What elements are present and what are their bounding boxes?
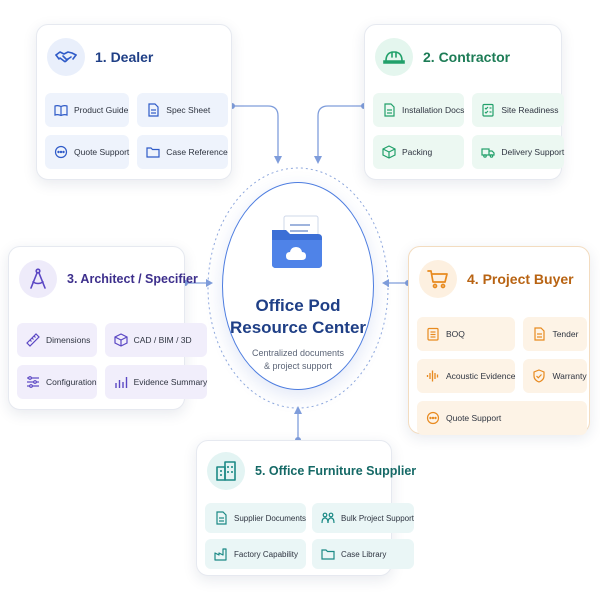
handshake-icon bbox=[47, 38, 85, 76]
supplier-item-case-library[interactable]: Case Library bbox=[312, 539, 414, 569]
list-icon bbox=[426, 327, 440, 341]
item-label: Delivery Support bbox=[501, 147, 565, 157]
supplier-title: 5. Office Furniture Supplier bbox=[255, 464, 417, 478]
item-label: Tender bbox=[552, 329, 579, 339]
shield-icon bbox=[532, 369, 546, 383]
building-icon bbox=[207, 452, 245, 490]
connector-contractor bbox=[317, 105, 364, 160]
buyer-item-tender[interactable]: Tender bbox=[523, 317, 587, 351]
item-label: Product Guide bbox=[74, 105, 129, 115]
truck-icon bbox=[481, 145, 495, 159]
buyer-item-boq[interactable]: BOQ bbox=[417, 317, 516, 351]
item-label: Packing bbox=[402, 147, 433, 157]
item-label: Quote Support bbox=[74, 147, 130, 157]
item-label: Evidence Summary bbox=[133, 377, 208, 387]
bar-chart-icon bbox=[114, 375, 128, 389]
dealer-title: 1. Dealer bbox=[95, 49, 154, 65]
checklist-icon bbox=[481, 103, 495, 117]
ruler-icon bbox=[26, 333, 40, 347]
box-icon bbox=[382, 145, 396, 159]
people-icon bbox=[321, 511, 335, 525]
item-label: Quote Support bbox=[446, 413, 502, 423]
item-label: Site Readiness bbox=[501, 105, 559, 115]
item-label: Acoustic Evidence bbox=[446, 371, 516, 381]
item-label: CAD / BIM / 3D bbox=[133, 335, 192, 345]
cart-icon bbox=[419, 260, 457, 298]
factory-icon bbox=[214, 547, 228, 561]
compass-icon bbox=[19, 260, 57, 298]
sound-wave-icon bbox=[426, 369, 440, 383]
dealer-item-product-guide[interactable]: Product Guide bbox=[45, 93, 130, 127]
dealer-item-case-reference[interactable]: Case Reference bbox=[137, 135, 228, 169]
folder-cloud-icon bbox=[272, 215, 322, 268]
project-buyer-title: 4. Project Buyer bbox=[467, 271, 574, 287]
architect-item-cad-bim-3d[interactable]: CAD / BIM / 3D bbox=[104, 323, 208, 357]
hub-subtitle-line2: & project support bbox=[263, 361, 333, 371]
document-icon bbox=[382, 103, 396, 117]
item-label: Bulk Project Support bbox=[341, 513, 414, 523]
buyer-item-acoustic-evidence[interactable]: Acoustic Evidence bbox=[417, 359, 516, 393]
hub-title-line1: Office Pod bbox=[255, 296, 341, 315]
architect-title: 3. Architect / Specifier bbox=[67, 272, 198, 286]
supplier-item-bulk-project-support[interactable]: Bulk Project Support bbox=[312, 503, 414, 533]
item-label: Dimensions bbox=[46, 335, 91, 345]
folder-icon bbox=[321, 547, 335, 561]
dealer-item-spec-sheet[interactable]: Spec Sheet bbox=[137, 93, 228, 127]
chat-icon bbox=[54, 145, 68, 159]
contractor-item-delivery-support[interactable]: Delivery Support bbox=[472, 135, 565, 169]
dealer-card[interactable]: 1. Dealer Product Guide Spec Sheet Quote… bbox=[36, 24, 232, 180]
item-label: Spec Sheet bbox=[166, 105, 211, 115]
connector-dealer bbox=[232, 105, 279, 160]
contractor-title: 2. Contractor bbox=[423, 49, 511, 65]
item-label: Installation Docs bbox=[402, 105, 465, 115]
architect-item-configuration[interactable]: Configuration bbox=[17, 365, 97, 399]
contractor-card[interactable]: 2. Contractor Installation Docs Site Rea… bbox=[364, 24, 565, 180]
architect-item-evidence-summary[interactable]: Evidence Summary bbox=[104, 365, 208, 399]
item-label: Warranty bbox=[552, 371, 587, 381]
dealer-item-quote-support[interactable]: Quote Support bbox=[45, 135, 130, 169]
item-label: Case Library bbox=[341, 549, 387, 559]
item-label: Supplier Documents bbox=[234, 513, 307, 523]
buyer-item-warranty[interactable]: Warranty bbox=[523, 359, 587, 393]
buyer-item-quote-support[interactable]: Quote Support bbox=[417, 401, 587, 435]
project-buyer-card[interactable]: 4. Project Buyer BOQ Tender Acoustic Evi… bbox=[408, 246, 590, 435]
item-label: Case Reference bbox=[166, 147, 228, 157]
supplier-card[interactable]: 5. Office Furniture Supplier Supplier Do… bbox=[196, 440, 416, 576]
supplier-item-supplier-documents[interactable]: Supplier Documents bbox=[205, 503, 307, 533]
cube-icon bbox=[113, 333, 128, 347]
hub-subtitle-line1: Centralized documents bbox=[251, 348, 345, 358]
folder-icon bbox=[146, 145, 160, 159]
item-label: BOQ bbox=[446, 329, 465, 339]
chat-icon bbox=[426, 411, 440, 425]
architect-item-dimensions[interactable]: Dimensions bbox=[17, 323, 97, 357]
item-label: Factory Capability bbox=[234, 549, 299, 559]
document-icon bbox=[214, 511, 228, 525]
book-icon bbox=[54, 103, 68, 117]
sliders-icon bbox=[26, 375, 40, 389]
contractor-item-installation-docs[interactable]: Installation Docs bbox=[373, 93, 465, 127]
contractor-item-packing[interactable]: Packing bbox=[373, 135, 465, 169]
document-icon bbox=[146, 103, 160, 117]
hub-title-line2: Resource Center bbox=[229, 318, 367, 337]
supplier-item-factory-capability[interactable]: Factory Capability bbox=[205, 539, 307, 569]
item-label: Configuration bbox=[46, 377, 97, 387]
document-icon bbox=[532, 327, 546, 341]
hard-hat-icon bbox=[375, 38, 413, 76]
architect-card[interactable]: 3. Architect / Specifier Dimensions CAD … bbox=[8, 246, 208, 410]
contractor-item-site-readiness[interactable]: Site Readiness bbox=[472, 93, 565, 127]
